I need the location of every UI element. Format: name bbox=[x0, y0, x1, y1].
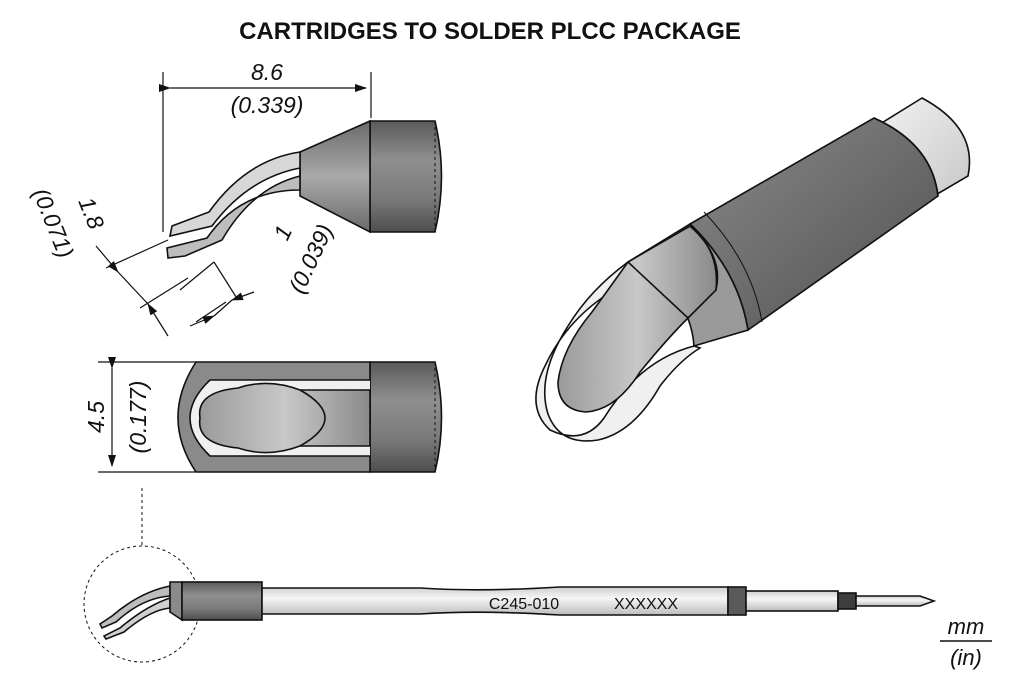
cartridge-serial: XXXXXX bbox=[614, 596, 678, 613]
dim-width-mm: 4.5 bbox=[83, 401, 109, 433]
dim-length-in: (0.339) bbox=[231, 92, 304, 118]
dim-blade-thickness: 1 (0.039) bbox=[179, 220, 338, 327]
dim-width: 4.5 (0.177) bbox=[83, 357, 196, 473]
cartridge-full-view: C245-010 XXXXXX bbox=[83, 488, 937, 663]
front-blade bbox=[198, 382, 371, 454]
dim-tip-thickness-mm: 1.8 bbox=[73, 193, 109, 233]
dim-length-mm: 8.6 bbox=[251, 59, 283, 85]
dim-blade-thickness-mm: 1 bbox=[268, 221, 297, 244]
side-view bbox=[166, 119, 443, 259]
unit-mm: mm bbox=[948, 614, 985, 639]
dim-tip-thickness: 1.8 (0.071) bbox=[28, 184, 189, 337]
dim-length: 8.6 (0.339) bbox=[159, 59, 372, 232]
side-cone bbox=[299, 119, 371, 234]
units-legend: mm (in) bbox=[940, 614, 992, 670]
dim-tip-thickness-in: (0.071) bbox=[28, 184, 79, 261]
side-barrel bbox=[369, 120, 443, 233]
front-view bbox=[177, 361, 443, 473]
perspective-loop bbox=[535, 261, 702, 442]
unit-in: (in) bbox=[950, 645, 982, 670]
dim-width-in: (0.177) bbox=[125, 381, 151, 454]
perspective-view bbox=[535, 97, 971, 442]
cartridge-model: C245-010 bbox=[489, 596, 559, 613]
side-blade-lower bbox=[166, 174, 301, 259]
page-title: CARTRIDGES TO SOLDER PLCC PACKAGE bbox=[239, 18, 741, 45]
side-blade-upper bbox=[168, 151, 301, 238]
